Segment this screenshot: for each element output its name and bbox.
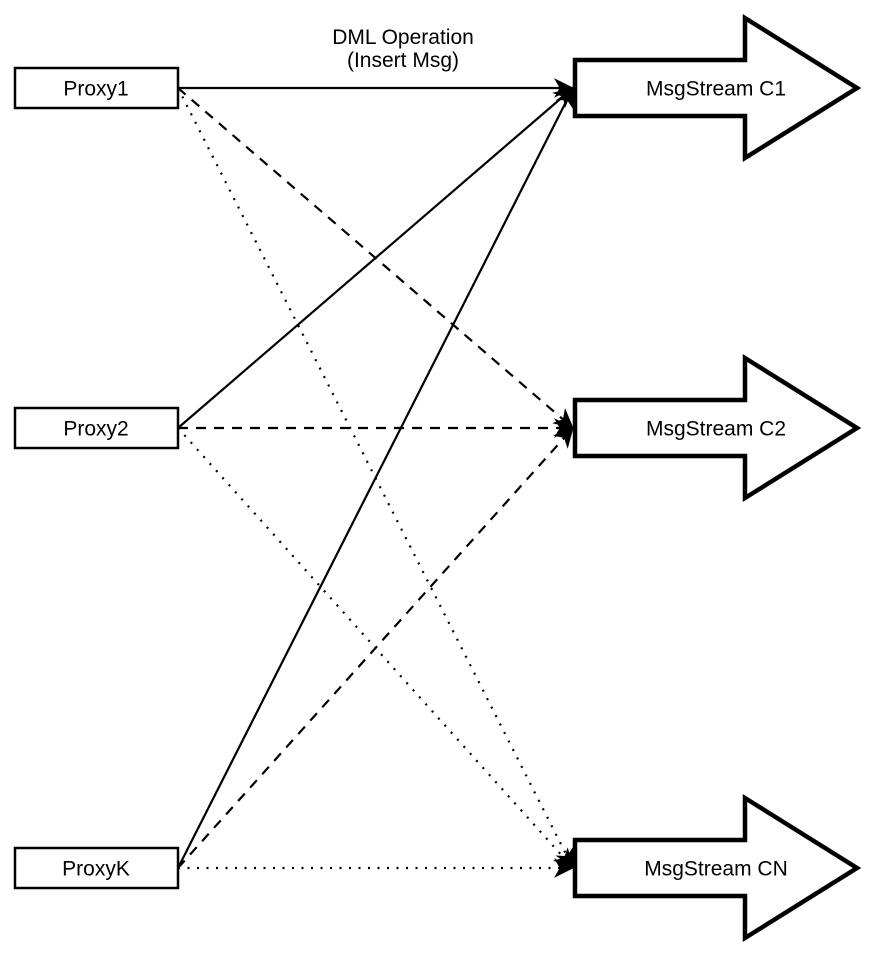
edge-proxyk-c2 (177, 427, 574, 869)
proxy1-node: Proxy1 (13, 66, 180, 110)
msgstream-c2-label: MsgStream C2 (646, 418, 786, 441)
proxy1-box (13, 66, 180, 110)
proxy2-label: Proxy2 (63, 418, 128, 441)
edges-layer (177, 78, 574, 878)
proxy2-node: Proxy2 (13, 406, 180, 450)
msgstream-cn-node: MsgStream CN (572, 793, 862, 943)
edge-proxy2-c1 (177, 87, 574, 429)
edge-proxyk-c1 (177, 87, 574, 869)
diagram-title-line2: (Insert Msg) (347, 49, 459, 72)
diagram-title-line1: DML Operation (332, 26, 474, 49)
msgstream-c1-arrow (572, 13, 862, 163)
proxyk-label: ProxyK (62, 858, 130, 881)
proxy2-box (13, 406, 180, 450)
proxyk-node: ProxyK (13, 846, 180, 890)
msgstream-c2-node: MsgStream C2 (572, 353, 862, 503)
msgstream-cn-arrow (572, 793, 862, 943)
proxy1-label: Proxy1 (63, 78, 128, 101)
proxyk-box (13, 846, 180, 890)
msgstream-c2-arrow (572, 353, 862, 503)
msgstream-cn-label: MsgStream CN (644, 858, 788, 881)
msgstream-c1-node: MsgStream C1 (572, 13, 862, 163)
msgstream-c1-label: MsgStream C1 (646, 78, 786, 101)
